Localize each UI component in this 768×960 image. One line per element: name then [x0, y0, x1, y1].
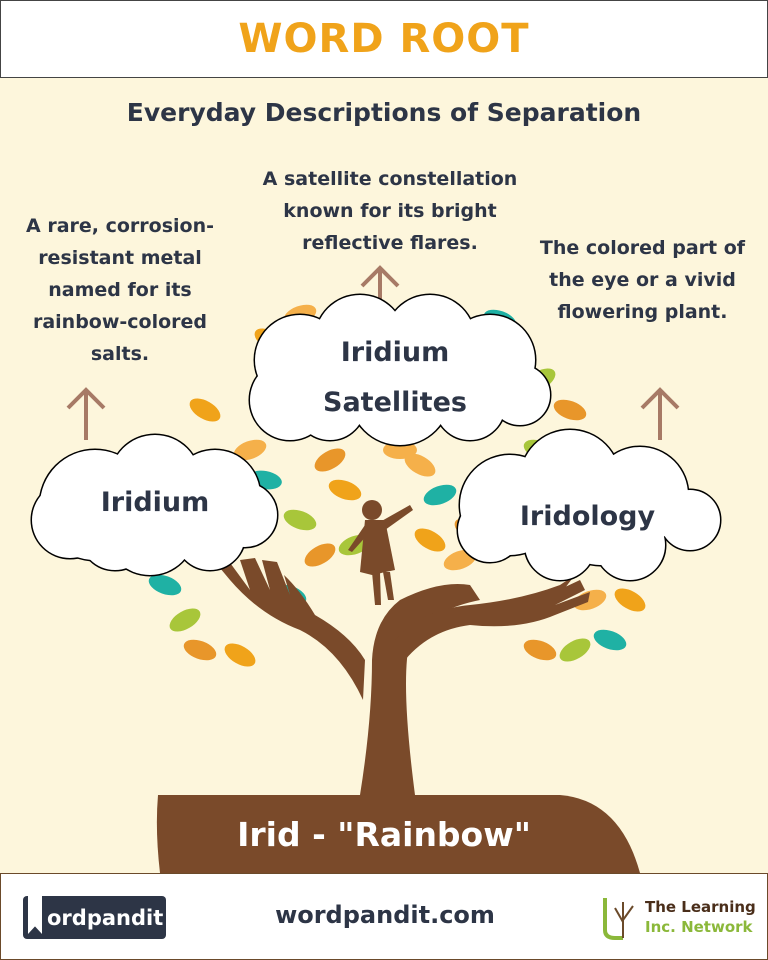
leaf — [169, 608, 201, 632]
leaf — [593, 629, 627, 651]
network-line2: Inc. Network — [645, 918, 753, 936]
right-hand — [395, 575, 590, 660]
left-hand — [215, 558, 365, 700]
leaf — [328, 479, 362, 501]
word-root: Irid - "Rainbow" — [237, 815, 531, 854]
leaf — [414, 528, 446, 552]
subtitle: Everyday Descriptions of Separation — [126, 98, 642, 127]
leaf — [314, 448, 346, 472]
footer: ordpandit wordpandit.com The Learning In… — [0, 873, 768, 960]
leaf — [523, 639, 557, 661]
word-iridium: Iridium — [100, 487, 210, 518]
leaf — [573, 589, 607, 611]
leaf — [233, 439, 267, 461]
description-left: A rare, corrosion-resistant metal named … — [26, 215, 214, 365]
logo-text: ordpandit — [47, 905, 164, 930]
tree-trunk — [360, 584, 480, 795]
leaf — [148, 574, 182, 596]
tree-logo-icon — [603, 898, 634, 940]
tree-illustration — [30, 265, 722, 873]
cloud — [30, 433, 279, 577]
page-title: WORD ROOT — [238, 16, 530, 62]
wordpandit-logo[interactable]: ordpandit — [23, 896, 166, 939]
cloud — [248, 293, 552, 447]
description-right: The colored part of the eye or a vivid f… — [539, 237, 746, 323]
description-center: A satellite constellation known for its … — [262, 168, 518, 254]
network-line1: The Learning — [645, 898, 756, 916]
leaf — [404, 453, 436, 477]
leaf — [189, 398, 221, 422]
header: WORD ROOT — [0, 0, 768, 78]
child-silhouette — [348, 500, 413, 605]
leaf — [183, 639, 217, 661]
leaf — [559, 638, 591, 662]
site-link[interactable]: wordpandit.com — [275, 901, 495, 929]
learning-network-logo[interactable]: The Learning Inc. Network — [601, 894, 761, 942]
leaf — [614, 588, 646, 612]
leaf — [423, 484, 457, 506]
leaf — [553, 399, 587, 421]
leaf — [283, 509, 317, 531]
arrow-up-icon — [66, 265, 680, 440]
leaf — [224, 643, 256, 667]
leaf — [304, 543, 336, 567]
word-iridology: Iridology — [519, 501, 656, 532]
ground — [156, 795, 640, 873]
word-iridium-satellites: Iridium Satellites — [323, 337, 467, 418]
cloud — [456, 428, 722, 582]
